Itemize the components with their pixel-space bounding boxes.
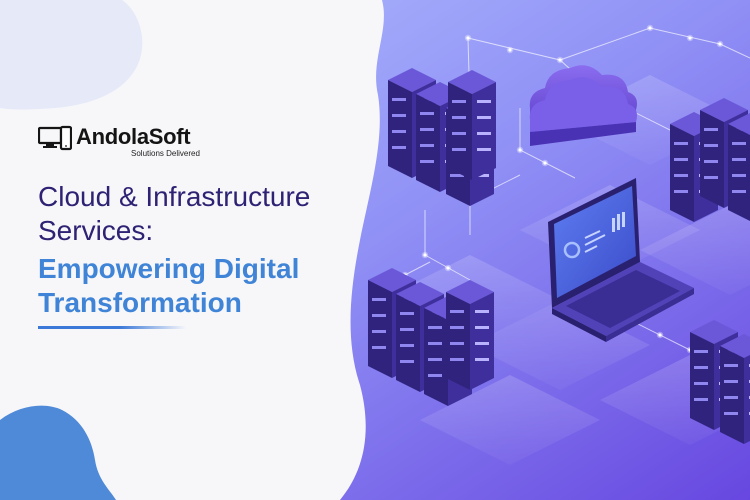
brand-tagline: Solutions Delivered — [131, 149, 200, 158]
andolasoft-logo: AndolaSoft Solutions Delivered — [38, 124, 218, 164]
headline-line-1: Cloud & Infrastructure — [38, 181, 311, 212]
devices-icon — [38, 125, 72, 151]
laptop-icon — [548, 178, 694, 342]
headline-underline — [38, 326, 186, 329]
headline-line-2: Services: — [38, 215, 154, 246]
brand-name: AndolaSoft — [76, 124, 191, 149]
headline-line-4: Transformation — [38, 287, 242, 318]
cloud-icon — [529, 65, 637, 146]
headline-line-3: Empowering Digital — [38, 253, 300, 284]
